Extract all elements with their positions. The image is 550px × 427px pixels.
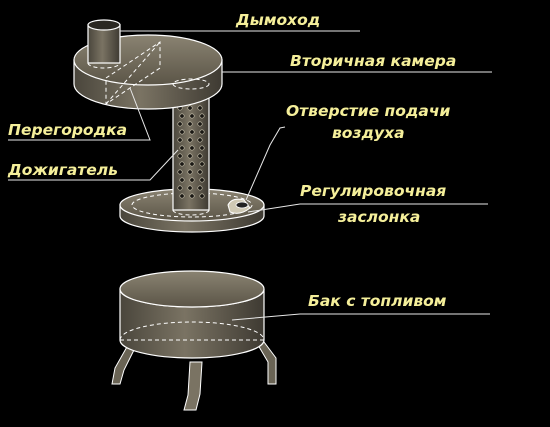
tank-leg-left xyxy=(111,344,135,385)
label-fuel-tank: Бак с топливом xyxy=(308,292,447,310)
afterburner-bottom-edge xyxy=(172,209,210,216)
perforation-hole xyxy=(187,137,193,143)
perforation-hole xyxy=(199,129,205,135)
leader-damper xyxy=(247,203,488,213)
label-chimney: Дымоход xyxy=(235,11,320,29)
afterburner-inner-dashed xyxy=(172,78,210,90)
label-air-inlet-line2: воздуха xyxy=(332,124,405,142)
afterburner-body xyxy=(172,94,210,211)
perforation-hole xyxy=(179,113,185,119)
perforation-hole xyxy=(189,129,195,135)
perforation-hole xyxy=(177,185,183,191)
perforation-hole xyxy=(197,185,203,191)
tank-leg-right xyxy=(257,341,277,385)
perforation-hole xyxy=(199,145,205,151)
labels: Дымоход Вторичная камера Отверстие подач… xyxy=(7,11,456,310)
partition-dashed-outline xyxy=(105,41,161,105)
perforation-hole xyxy=(187,185,193,191)
perforation-hole xyxy=(199,161,205,167)
perforation-hole xyxy=(197,137,203,143)
perforation-hole xyxy=(177,169,183,175)
perforation-hole xyxy=(189,145,195,151)
perforation-hole xyxy=(179,145,185,151)
perforation-hole xyxy=(177,137,183,143)
perforation-hole xyxy=(199,177,205,183)
chimney-body xyxy=(87,24,121,64)
perforation-hole xyxy=(179,161,185,167)
perforation-hole xyxy=(187,153,193,159)
perforation-hole xyxy=(187,121,193,127)
chimney xyxy=(87,19,121,69)
fuel-tank xyxy=(111,270,277,411)
perforation-hole xyxy=(177,153,183,159)
leader-air-inlet xyxy=(245,126,286,201)
perforation-hole xyxy=(189,113,195,119)
perforation-hole xyxy=(199,193,205,199)
perforation-hole xyxy=(179,177,185,183)
label-partition: Перегородка xyxy=(8,121,127,139)
label-damper-line2: заслонка xyxy=(337,208,420,226)
leader-afterburner xyxy=(8,149,179,181)
leader-fuel-tank xyxy=(231,313,490,321)
perforation-hole xyxy=(187,169,193,175)
air-inlet-hole xyxy=(235,201,249,209)
perforation-hole xyxy=(197,169,203,175)
lower-disc-inner-ring xyxy=(131,192,253,218)
perforation-hole xyxy=(177,121,183,127)
afterburner-tube xyxy=(172,89,210,216)
perforation-hole xyxy=(197,105,203,111)
perforation-hole xyxy=(189,161,195,167)
perforation-hole xyxy=(197,121,203,127)
perforation-hole xyxy=(179,129,185,135)
leader-partition xyxy=(8,87,151,141)
leader-lines xyxy=(8,30,492,321)
tank-hidden-bottom-edge xyxy=(119,321,265,341)
perforation-hole xyxy=(179,193,185,199)
chimney-base-edge xyxy=(87,62,121,69)
label-air-inlet-line1: Отверстие подачи xyxy=(286,102,450,120)
perforation-hole xyxy=(197,153,203,159)
tank-top-rim xyxy=(119,270,265,308)
afterburner-perforations xyxy=(177,105,205,199)
label-secondary-chamber: Вторичная камера xyxy=(290,52,456,70)
perforation-hole xyxy=(189,177,195,183)
label-afterburner: Дожигатель xyxy=(7,161,118,179)
tank-leg-front xyxy=(183,361,203,411)
perforation-hole xyxy=(187,105,193,111)
lower-disc xyxy=(119,188,265,233)
chimney-top xyxy=(87,19,121,31)
perforation-hole xyxy=(199,113,205,119)
label-damper-line1: Регулировочная xyxy=(300,182,446,200)
perforation-hole xyxy=(189,193,195,199)
